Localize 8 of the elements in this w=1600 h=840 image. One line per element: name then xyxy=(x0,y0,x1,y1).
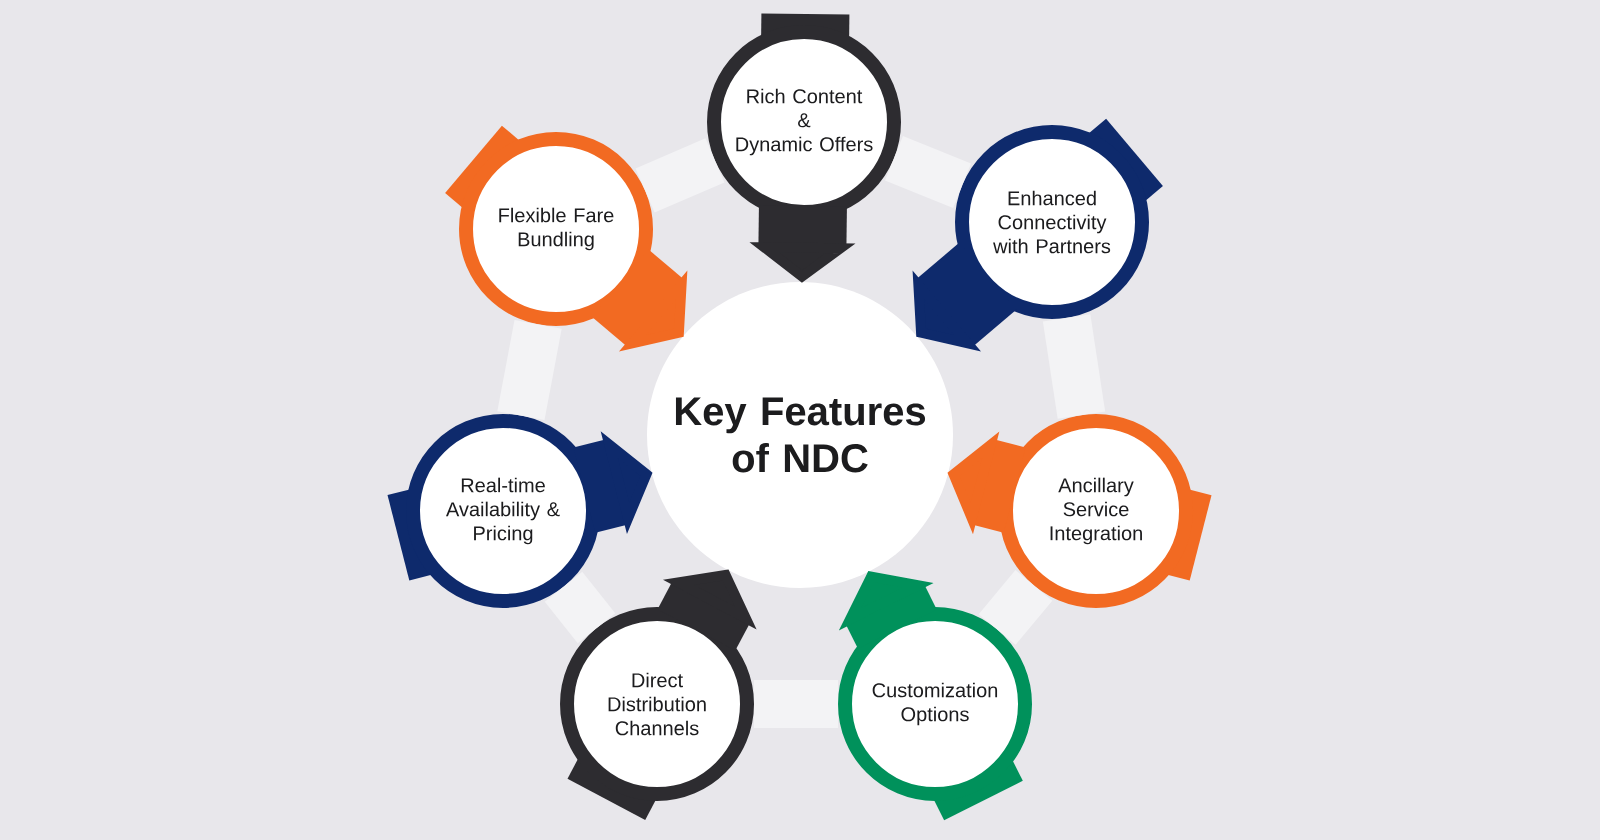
connector-band xyxy=(978,570,1053,645)
connector-band xyxy=(1042,314,1106,419)
connector-band xyxy=(497,319,562,421)
arrow xyxy=(838,571,937,649)
connector-band xyxy=(635,138,725,213)
connector-band xyxy=(754,680,838,728)
connector-band xyxy=(544,571,616,644)
connector-band xyxy=(884,136,971,208)
